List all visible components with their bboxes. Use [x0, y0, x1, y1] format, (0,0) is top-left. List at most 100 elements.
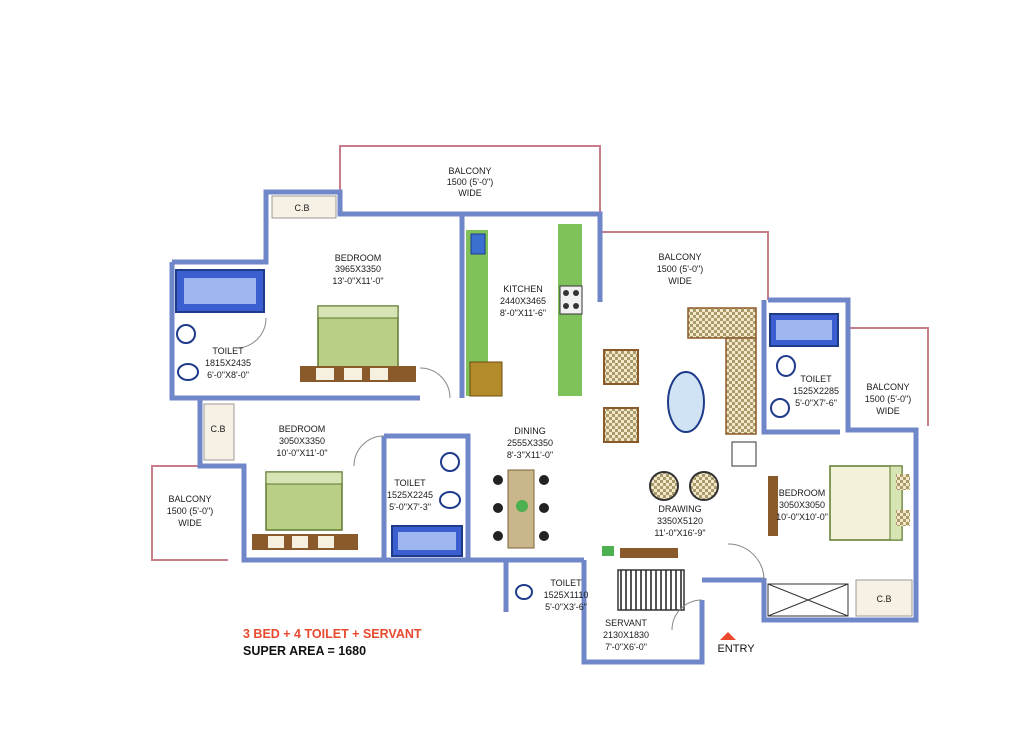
bathtub-basin: [776, 320, 832, 340]
svg-text:8'-0"X11'-6": 8'-0"X11'-6": [500, 308, 546, 318]
label-cb-right: C.B: [876, 594, 891, 604]
svg-text:TOILET: TOILET: [800, 374, 832, 384]
svg-text:1525X2245: 1525X2245: [387, 490, 433, 500]
label-servant: SERVANT 2130X1830 7'-0"X6'-0": [603, 618, 649, 652]
label-cb-top: C.B: [294, 203, 309, 213]
entry-label: ENTRY: [717, 643, 755, 655]
side-table-icon: [731, 441, 757, 467]
label-balcony-top: BALCONY 1500 (5'-0") WIDE: [447, 166, 493, 198]
shaft-cross: [767, 583, 849, 617]
label-dining: DINING 2555X3350 8'-3"X11'-0": [507, 426, 553, 460]
label-balcony-left: BALCONY 1500 (5'-0") WIDE: [167, 494, 213, 528]
super-area-title: SUPER AREA = 1680: [243, 644, 366, 658]
svg-text:BALCONY: BALCONY: [168, 494, 211, 504]
label-bedroom-3: BEDROOM 3050X3050 10'-0"X10'-0": [776, 488, 828, 522]
svg-text:5'-0"X7'-6": 5'-0"X7'-6": [795, 398, 837, 408]
label-toilet-1: TOILET 1815X2435 6'-0"X8'-0": [205, 346, 251, 380]
svg-text:2130X1830: 2130X1830: [603, 630, 649, 640]
door-swing: [353, 435, 385, 467]
door-swing: [419, 367, 451, 399]
svg-text:1525X1110: 1525X1110: [544, 590, 589, 600]
svg-text:TOILET: TOILET: [212, 346, 244, 356]
wall-top-kitchen: [462, 211, 603, 302]
svg-text:SERVANT: SERVANT: [605, 618, 647, 628]
cupboard-left: [203, 403, 235, 461]
svg-text:1500 (5'-0"): 1500 (5'-0"): [447, 177, 493, 187]
svg-text:13'-0"X11'-0": 13'-0"X11'-0": [332, 276, 383, 286]
svg-text:WIDE: WIDE: [668, 276, 692, 286]
svg-text:5'-0"X7'-3": 5'-0"X7'-3": [389, 502, 431, 512]
label-drawing: DRAWING 3350X5120 11'-0"X16'-9": [654, 504, 705, 538]
svg-text:DRAWING: DRAWING: [658, 504, 701, 514]
svg-text:3050X3350: 3050X3350: [279, 436, 325, 446]
wc-icon: [776, 355, 796, 377]
label-toilet-3: TOILET 1525X2285 5'-0"X7'-6": [793, 374, 839, 408]
sofa-icon: [687, 307, 757, 435]
bathtub-basin: [398, 532, 456, 550]
svg-text:TOILET: TOILET: [394, 478, 426, 488]
svg-text:2440X3465: 2440X3465: [500, 296, 546, 306]
svg-text:KITCHEN: KITCHEN: [503, 284, 543, 294]
svg-text:2555X3350: 2555X3350: [507, 438, 553, 448]
svg-text:1525X2285: 1525X2285: [793, 386, 839, 396]
entry-arrow-icon: [720, 632, 736, 640]
svg-text:BEDROOM: BEDROOM: [779, 488, 826, 498]
door-swing: [235, 317, 267, 349]
servant-bed-icon: [617, 569, 685, 611]
label-toilet-2: TOILET 1525X2245 5'-0"X7'-3": [387, 478, 433, 512]
stove-icon: [559, 285, 583, 315]
fridge-icon: [469, 361, 503, 397]
balcony-rail-right: [848, 327, 929, 426]
svg-text:BALCONY: BALCONY: [866, 382, 909, 392]
wall-lower-toilet2: [384, 433, 471, 560]
bed-icon: [829, 465, 910, 541]
cupboard-right: [855, 579, 913, 617]
washbasin-icon: [440, 452, 460, 472]
wall-toilet3: [761, 300, 840, 435]
svg-text:BEDROOM: BEDROOM: [335, 253, 382, 263]
balcony-rail-mid: [600, 231, 769, 300]
svg-text:7'-0"X6'-0": 7'-0"X6'-0": [605, 642, 647, 652]
door-swing: [671, 599, 703, 631]
svg-text:WIDE: WIDE: [458, 188, 482, 198]
armchair-icon: [603, 407, 639, 443]
kitchen-sink: [470, 233, 486, 255]
tv-unit-icon: [620, 548, 678, 558]
label-bedroom-1: BEDROOM 3965X3350 13'-0"X11'-0": [332, 253, 383, 286]
svg-text:BALCONY: BALCONY: [658, 252, 701, 262]
svg-text:TOILET: TOILET: [550, 578, 582, 588]
svg-text:1500 (5'-0"): 1500 (5'-0"): [865, 394, 911, 404]
wall-right-upper: [768, 297, 919, 540]
svg-text:8'-3"X11'-0": 8'-3"X11'-0": [507, 450, 553, 460]
door-swing: [727, 543, 765, 581]
svg-text:WIDE: WIDE: [876, 406, 900, 416]
stool-icon: [689, 471, 719, 501]
svg-text:1815X2435: 1815X2435: [205, 358, 251, 368]
wall-left-lower: [197, 398, 396, 563]
wall-servant: [503, 560, 705, 665]
svg-text:1500 (5'-0"): 1500 (5'-0"): [657, 264, 703, 274]
svg-text:10'-0"X10'-0": 10'-0"X10'-0": [776, 512, 828, 522]
kitchen-counter-left: [466, 230, 488, 396]
label-cb-left: C.B: [210, 424, 225, 434]
svg-text:3050X3050: 3050X3050: [779, 500, 825, 510]
plant-icon: [602, 546, 614, 556]
svg-text:5'-0"X3'-6": 5'-0"X3'-6": [545, 602, 587, 612]
stool-icon: [649, 471, 679, 501]
label-balcony-mid: BALCONY 1500 (5'-0") WIDE: [657, 252, 703, 286]
svg-text:WIDE: WIDE: [178, 518, 202, 528]
bed-icon: [252, 471, 358, 550]
config-title: 3 BED + 4 TOILET + SERVANT: [243, 627, 422, 641]
dining-table-icon: [493, 469, 549, 549]
svg-text:10'-0"X11'-0": 10'-0"X11'-0": [276, 448, 327, 458]
cupboard-top: [271, 195, 337, 219]
svg-text:11'-0"X16'-9": 11'-0"X16'-9": [654, 528, 705, 538]
wc-icon: [515, 584, 533, 600]
washbasin-icon: [770, 398, 790, 418]
svg-text:3965X3350: 3965X3350: [335, 264, 381, 274]
wall-right-lower: [761, 540, 919, 623]
balcony-rail-top: [339, 145, 601, 212]
dresser-icon: [768, 476, 778, 536]
svg-text:1500 (5'-0"): 1500 (5'-0"): [167, 506, 213, 516]
